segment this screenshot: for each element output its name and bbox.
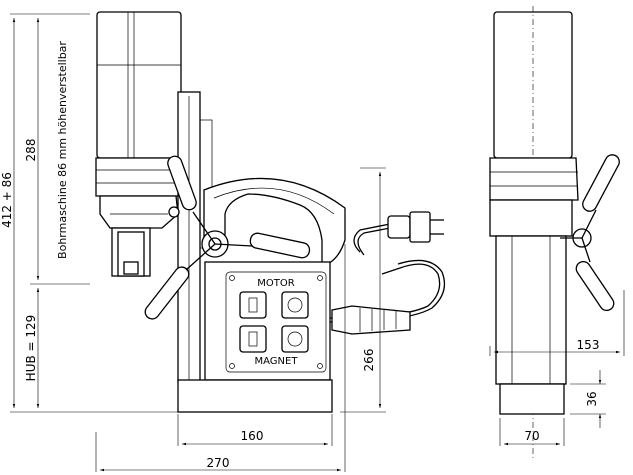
dim-total-width: 270: [207, 456, 230, 470]
left-dimension-column: 412 + 86 288 Bohrmaschine 86 mm höhenver…: [0, 13, 180, 413]
side-column: [495, 235, 567, 385]
panel-motor-label: MOTOR: [257, 278, 294, 289]
magnet-off-switch: [239, 325, 267, 353]
motor-on-switch: [281, 291, 309, 319]
dim-drill-note: Bohrmaschine 86 mm höhenverstellbar: [56, 41, 69, 259]
power-cable: [330, 211, 446, 335]
feed-handles: [144, 155, 311, 320]
dim-drill-height: 288: [24, 139, 38, 162]
motor-housing: [96, 11, 182, 159]
magnet-on-switch: [281, 325, 309, 353]
dim-side-reach: 153: [577, 338, 600, 352]
side-base: [499, 383, 565, 415]
panel-magnet-label: MAGNET: [255, 356, 299, 367]
dim-side-width: 70: [524, 429, 539, 443]
front-view: MOTOR MAGNET: [95, 11, 446, 472]
side-view: 153 36 70: [489, 6, 625, 460]
dim-base-width: 160: [241, 429, 264, 443]
arm-body: [203, 177, 346, 267]
dim-stroke: HUB = 129: [24, 315, 38, 382]
plug: [387, 215, 411, 239]
magnet-base: [177, 379, 333, 413]
dim-side-height: 36: [585, 391, 599, 406]
motor-off-switch: [239, 291, 267, 319]
dim-height-266: 266: [362, 349, 376, 372]
dim-total-height: 412 + 86: [0, 172, 14, 228]
